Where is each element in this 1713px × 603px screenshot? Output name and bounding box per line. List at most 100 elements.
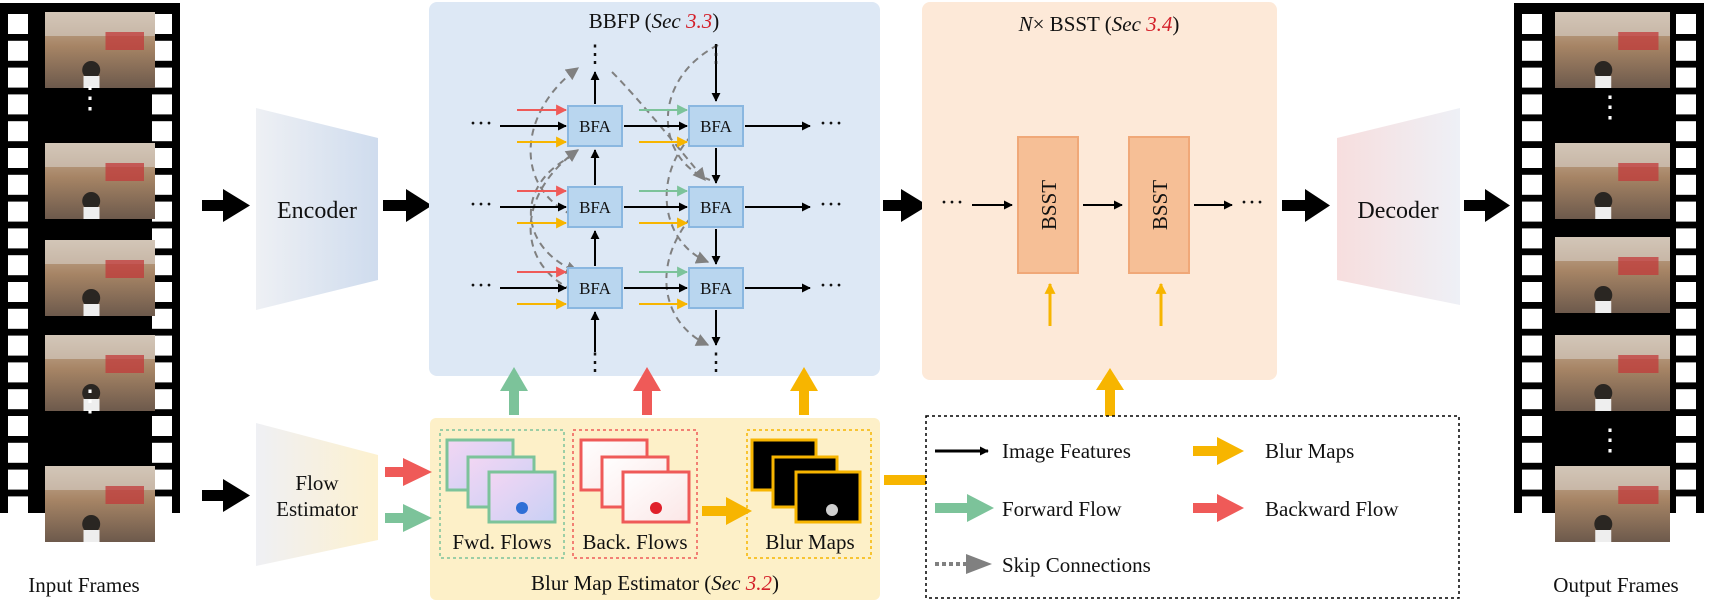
sprocket-hole xyxy=(152,308,172,329)
sprocket-hole xyxy=(8,174,28,195)
sprocket-hole xyxy=(1522,469,1542,490)
bbfp-ellipsis-right: ··· xyxy=(819,111,843,137)
big-arrow xyxy=(883,189,928,222)
sprocket-hole xyxy=(1522,94,1542,115)
legend-skip-connections-label: Skip Connections xyxy=(1002,553,1151,577)
bfa-block: BFA xyxy=(567,105,623,147)
frame-thumbnail xyxy=(45,335,155,411)
bbfp-ellipsis-bottom: ⋮ xyxy=(704,350,728,376)
sprocket-hole xyxy=(1522,362,1542,383)
sprocket-hole xyxy=(1522,255,1542,276)
sprocket-hole xyxy=(152,40,172,61)
sprocket-hole xyxy=(152,228,172,249)
sprocket-hole xyxy=(1676,416,1696,436)
sprocket-hole xyxy=(8,469,28,490)
pipeline-arrows xyxy=(202,189,1510,512)
sprocket-hole xyxy=(1676,389,1696,410)
sprocket-hole xyxy=(1522,148,1542,168)
big-forward-flow-arrow xyxy=(500,367,528,415)
sprocket-hole xyxy=(1522,442,1542,463)
sprocket-hole xyxy=(152,67,172,88)
sprocket-hole xyxy=(1676,469,1696,490)
input-frames-ellipsis: ⋮ xyxy=(75,82,105,115)
film-sprocket-holes xyxy=(152,14,172,517)
bsst-title: N× BSST (Sec 3.4) xyxy=(1018,12,1180,36)
legend-image-features: Image Features xyxy=(935,439,1131,463)
sprocket-hole xyxy=(1522,389,1542,410)
sprocket-hole xyxy=(1676,121,1696,142)
blur-map-connector-head xyxy=(1096,368,1124,390)
sprocket-hole xyxy=(1522,40,1542,61)
sprocket-hole xyxy=(1522,228,1542,249)
sprocket-hole xyxy=(8,308,28,329)
sprocket-hole xyxy=(152,121,172,142)
bfa-block: BFA xyxy=(688,267,744,309)
sprocket-hole xyxy=(8,201,28,222)
sprocket-hole xyxy=(1676,148,1696,168)
blur-maps-group xyxy=(746,429,872,559)
sprocket-hole xyxy=(152,335,172,356)
legend-blur-maps-label: Blur Maps xyxy=(1265,439,1354,463)
bbfp-ellipsis-top: ⋮ xyxy=(583,42,607,68)
input-frame-thumbnails xyxy=(45,12,155,542)
sprocket-hole xyxy=(8,94,28,115)
sprocket-hole xyxy=(1522,416,1542,436)
frame-thumbnail xyxy=(45,143,155,219)
sprocket-hole xyxy=(8,416,28,436)
frame-thumbnail xyxy=(1555,335,1670,411)
sprocket-hole xyxy=(152,255,172,276)
big-arrow xyxy=(202,479,250,512)
bsst-panel xyxy=(922,2,1277,380)
blur-map-images xyxy=(750,438,862,524)
bbfp-ellipsis-left: ··· xyxy=(469,273,493,299)
sprocket-hole xyxy=(152,362,172,383)
sprocket-hole xyxy=(8,335,28,356)
sprocket-hole xyxy=(1676,94,1696,115)
input-film-strip: ⋮ ⋮ xyxy=(0,3,180,542)
sprocket-hole xyxy=(8,496,28,517)
sprocket-hole xyxy=(1676,14,1696,34)
sprocket-hole xyxy=(1522,121,1542,142)
bfa-label: BFA xyxy=(700,117,733,136)
frame-thumbnail xyxy=(1555,466,1670,542)
decoder-block xyxy=(1337,108,1460,305)
legend-forward-flow-label: Forward Flow xyxy=(1002,497,1122,521)
sprocket-hole xyxy=(1676,335,1696,356)
frame-thumbnail xyxy=(1555,12,1670,88)
legend-blur-maps: Blur Maps xyxy=(1193,437,1354,465)
sprocket-hole xyxy=(8,14,28,34)
output-frames-ellipsis: ⋮ xyxy=(1595,424,1625,457)
sprocket-hole xyxy=(1676,255,1696,276)
sprocket-hole xyxy=(152,469,172,490)
sprocket-hole xyxy=(1676,201,1696,222)
bfa-label: BFA xyxy=(700,198,733,217)
sprocket-hole xyxy=(152,174,172,195)
sprocket-hole xyxy=(8,40,28,61)
film-sprocket-holes xyxy=(1676,14,1696,517)
frame-thumbnail xyxy=(1555,143,1670,219)
forward-flow-images xyxy=(445,438,557,524)
bbfp-panel xyxy=(429,2,880,376)
bsst-ellipsis-left: ··· xyxy=(940,190,964,216)
film-sprocket-holes xyxy=(1522,14,1542,517)
sprocket-hole xyxy=(8,362,28,383)
sprocket-hole xyxy=(1522,201,1542,222)
bbfp-ellipsis-top: ⋮ xyxy=(704,42,728,68)
film-sprocket-holes xyxy=(8,14,28,517)
big-blur-map-arrow xyxy=(702,497,752,525)
sprocket-hole xyxy=(1676,174,1696,195)
back-flows-label: Back. Flows xyxy=(583,530,688,554)
fwd-flows-label: Fwd. Flows xyxy=(452,530,551,554)
blur-map-estimator-title: Blur Map Estimator (Sec 3.2) xyxy=(531,571,779,595)
sprocket-hole xyxy=(152,442,172,463)
bfa-label: BFA xyxy=(579,198,612,217)
bbfp-ellipsis-right: ··· xyxy=(819,192,843,218)
sprocket-hole xyxy=(152,148,172,168)
output-frames-ellipsis: ⋮ xyxy=(1595,91,1625,124)
sprocket-hole xyxy=(8,121,28,142)
big-blur-map-arrow xyxy=(790,367,818,415)
sprocket-hole xyxy=(1676,308,1696,329)
sprocket-hole xyxy=(1676,67,1696,88)
